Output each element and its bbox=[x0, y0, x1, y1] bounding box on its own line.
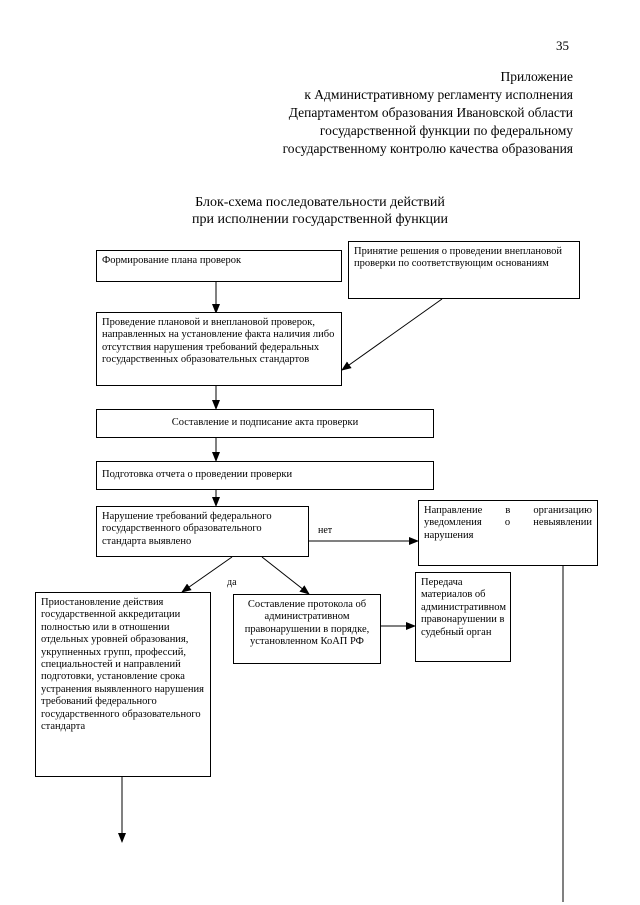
box-text: Передача материалов об административном … bbox=[421, 577, 506, 638]
box-suspend-accreditation: Приостановление действия государственной… bbox=[35, 592, 211, 777]
appendix-header: Приложение к Административному регламент… bbox=[153, 68, 573, 158]
box-text: Нарушение требований федерального госуда… bbox=[102, 511, 272, 547]
arrow-yes-to-protocol bbox=[261, 556, 310, 595]
box-text: Составление протокола об административно… bbox=[244, 599, 370, 648]
box-text: Составление и подписание акта проверки bbox=[171, 417, 359, 428]
box-text: Формирование плана проверок bbox=[102, 255, 242, 266]
label-yes: да bbox=[227, 577, 237, 588]
box-inspection-report: Подготовка отчета о проведении проверки bbox=[96, 461, 434, 490]
page-number: 35 bbox=[556, 38, 569, 53]
box-text: Направление в организацию уведомления о … bbox=[424, 505, 592, 541]
box-plan-inspections: Формирование плана проверок bbox=[96, 250, 342, 282]
appendix-line: государственной функции по федеральному bbox=[319, 123, 573, 138]
flowchart-title-line: при исполнении государственной функции bbox=[192, 212, 448, 227]
box-text: Проведение плановой и внеплановой провер… bbox=[102, 317, 335, 366]
box-administrative-protocol: Составление протокола об административно… bbox=[233, 594, 381, 664]
box-text: Подготовка отчета о проведении проверки bbox=[102, 469, 293, 480]
box-inspection-act: Составление и подписание акта проверки bbox=[96, 409, 434, 438]
arrow-yes-to-suspend bbox=[181, 556, 233, 593]
appendix-line: Приложение bbox=[500, 69, 573, 84]
box-notify-no-violation: Направление в организацию уведомления о … bbox=[418, 500, 598, 566]
box-violation-question: Нарушение требований федерального госуда… bbox=[96, 506, 309, 557]
flowchart-title-line: Блок-схема последовательности действий bbox=[195, 195, 445, 210]
box-conduct-inspections: Проведение плановой и внеплановой провер… bbox=[96, 312, 342, 386]
box-unscheduled-decision: Принятие решения о проведении внепланово… bbox=[348, 241, 580, 299]
box-text: Приостановление действия государственной… bbox=[41, 597, 204, 733]
box-court-transfer: Передача материалов об административном … bbox=[415, 572, 511, 662]
box-text: Принятие решения о проведении внепланово… bbox=[354, 246, 563, 270]
appendix-line: государственному контролю качества образ… bbox=[282, 141, 573, 156]
appendix-line: к Административному регламенту исполнени… bbox=[304, 87, 573, 102]
appendix-line: Департаментом образования Ивановской обл… bbox=[288, 105, 573, 120]
arrow-decision-to-conduct bbox=[341, 298, 443, 371]
label-no: нет bbox=[318, 525, 333, 536]
flowchart-title: Блок-схема последовательности действий п… bbox=[130, 194, 510, 228]
